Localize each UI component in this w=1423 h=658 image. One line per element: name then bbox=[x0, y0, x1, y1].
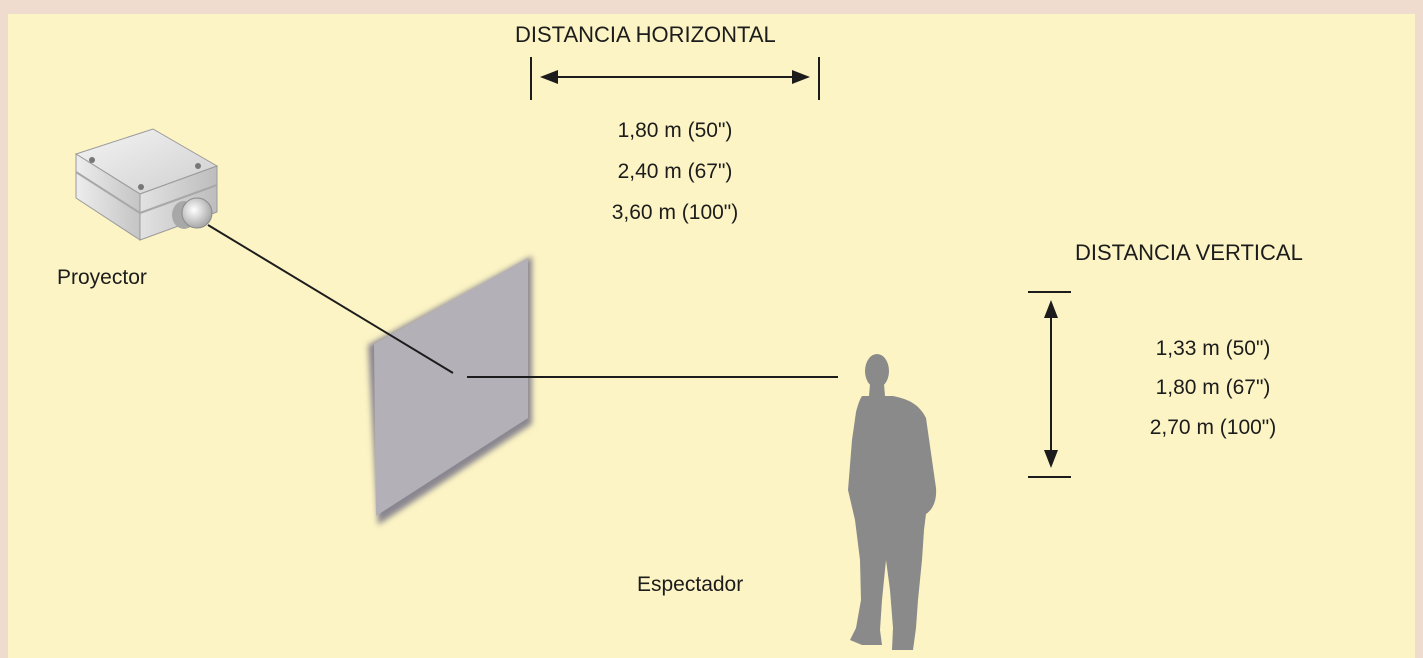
horizontal-arrowhead-left bbox=[540, 70, 558, 84]
horizontal-value-3: 3,60 m (100") bbox=[611, 201, 739, 224]
diagram-frame bbox=[8, 14, 1415, 658]
projector-beam-line bbox=[207, 224, 454, 374]
vertical-arrowhead-top bbox=[1044, 300, 1058, 318]
vertical-arrowhead-bottom bbox=[1044, 450, 1058, 468]
viewer-silhouette bbox=[848, 354, 937, 650]
vertical-value-2: 1,80 m (67") bbox=[1155, 376, 1271, 399]
horizontal-distance-title: DISTANCIA HORIZONTAL bbox=[515, 22, 776, 47]
projector-screw-3 bbox=[138, 184, 144, 190]
projector-seam-left bbox=[75, 171, 141, 214]
projector-illustration bbox=[74, 128, 219, 241]
vertical-distance-indicator bbox=[1028, 291, 1071, 478]
screen-surface bbox=[374, 258, 528, 516]
viewer-head bbox=[865, 354, 889, 388]
projector-seam-front bbox=[139, 184, 218, 214]
projector-label: Proyector bbox=[57, 266, 147, 289]
vertical-value-3: 2,70 m (100") bbox=[1149, 416, 1277, 439]
vertical-value-1: 1,33 m (50") bbox=[1155, 337, 1271, 360]
horizontal-value-2: 2,40 m (67") bbox=[617, 160, 733, 183]
viewer-label: Espectador bbox=[637, 573, 744, 596]
top-band bbox=[0, 0, 1423, 14]
horizontal-distance-indicator bbox=[530, 57, 820, 100]
viewer-neck bbox=[869, 384, 885, 396]
projector-lens bbox=[181, 197, 213, 229]
projection-screen bbox=[368, 256, 532, 525]
projector-screw-2 bbox=[195, 163, 201, 169]
horizontal-arrowhead-right bbox=[792, 70, 810, 84]
viewer-body bbox=[848, 396, 937, 650]
projector-screw-1 bbox=[89, 157, 95, 163]
vertical-distance-title: DISTANCIA VERTICAL bbox=[1075, 240, 1303, 265]
horizontal-value-1: 1,80 m (50") bbox=[617, 119, 733, 142]
